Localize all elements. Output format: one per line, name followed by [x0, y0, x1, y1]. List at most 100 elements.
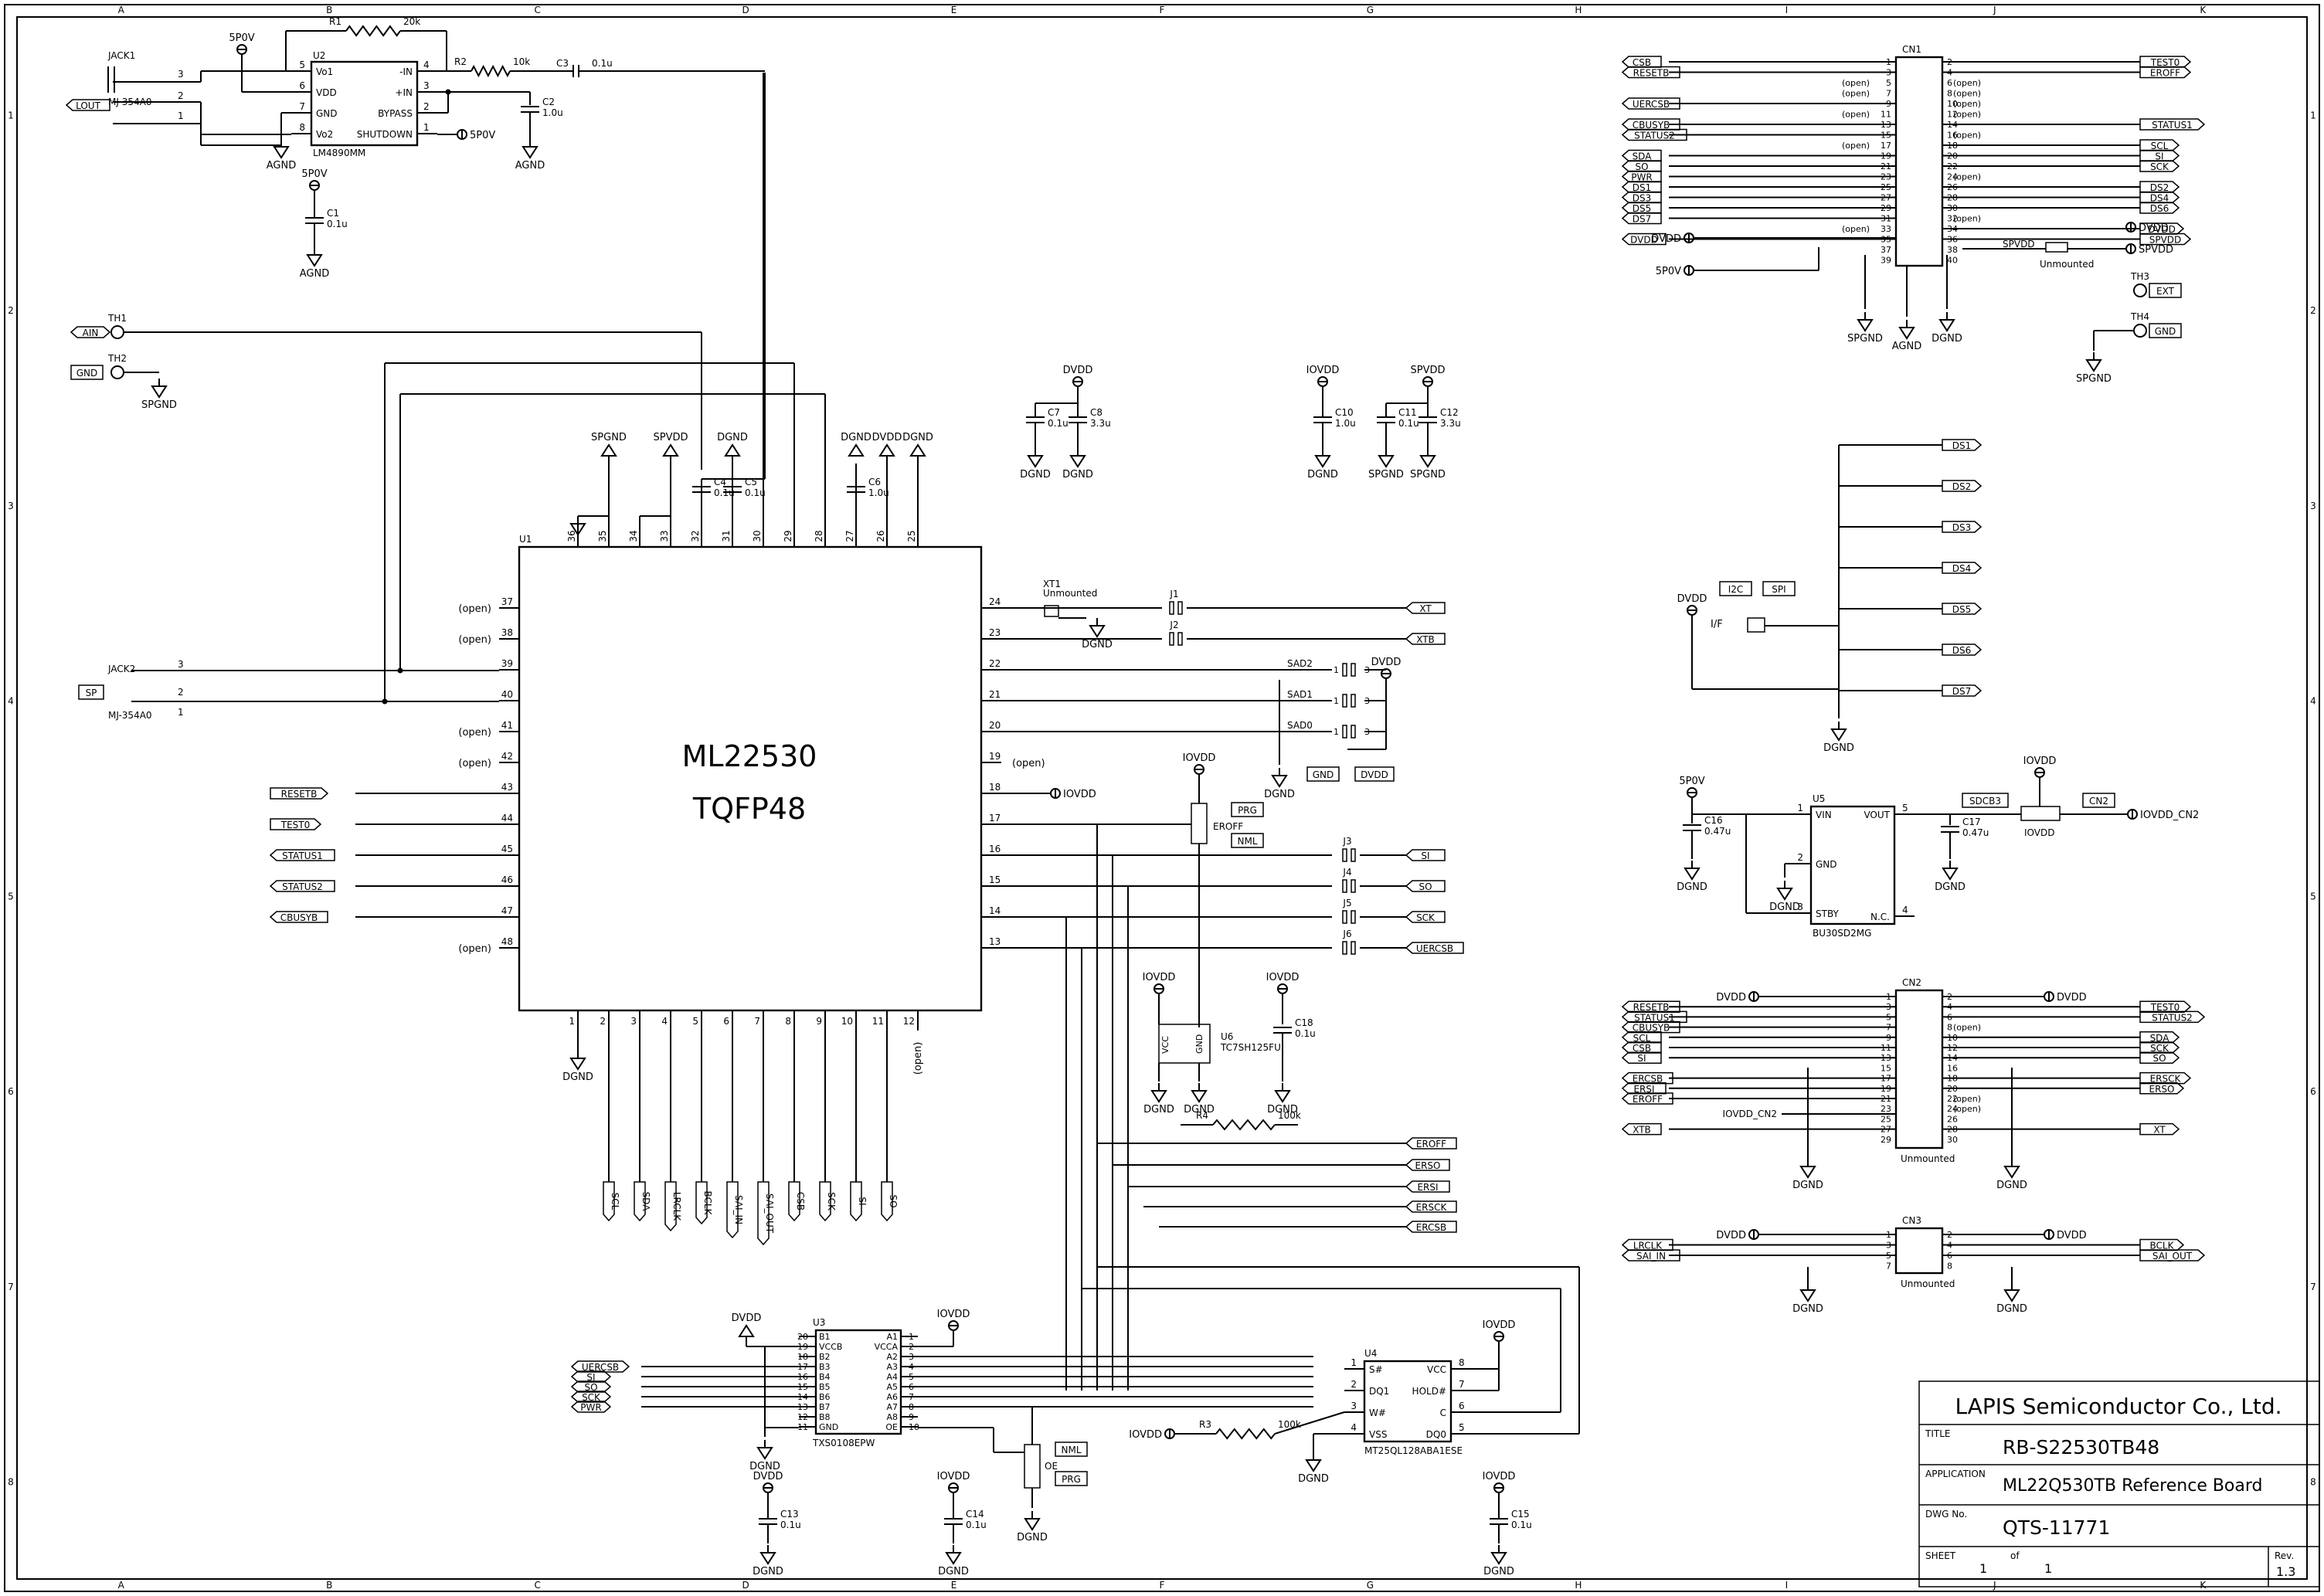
cn1-tag-36 — [2139, 233, 2192, 246]
zone-row-right-7: 7 — [2310, 1282, 2316, 1292]
spgnd-c12 — [1419, 455, 1436, 468]
cn2-tag-7-text: CBUSYB — [1633, 1023, 1670, 1034]
cn2-tag-12-text: SCK — [2150, 1043, 2169, 1054]
cn1-tag-21 — [1621, 160, 1662, 172]
j1-ref: J1 — [1169, 589, 1178, 599]
u6-body — [1158, 1024, 1211, 1064]
junction-dot — [382, 698, 388, 705]
u1-pin-num-38: 38 — [501, 627, 513, 638]
spgnd-cn1 — [1857, 319, 1874, 332]
dgnd-c15-label: DGND — [1483, 1566, 1514, 1577]
cn1-tag-25 — [1621, 181, 1662, 193]
cn2-pin-11: 11 — [1881, 1043, 1891, 1053]
r1 — [345, 25, 401, 37]
cn2-pin-20: 20 — [1947, 1084, 1958, 1094]
tag-sck — [1405, 911, 1446, 923]
u1-pin-num-11: 11 — [872, 1016, 884, 1027]
dip-tag-DS1 — [1942, 439, 1983, 451]
zone-col-bot-E: E — [951, 1580, 957, 1591]
p5v-shutdown — [457, 129, 467, 140]
u1-open-42: (open) — [458, 758, 491, 769]
eroff-jumper — [1191, 803, 1208, 844]
tag-xtb — [1405, 633, 1446, 645]
dip-tag-DS6-text: DS6 — [1952, 645, 1972, 656]
u1-pin-num-2: 2 — [600, 1016, 606, 1027]
u3-pin-num-14: 14 — [797, 1392, 808, 1402]
w — [1274, 1411, 1345, 1435]
cn1-tag-18 — [2139, 139, 2180, 151]
u1-pin-num-16: 16 — [989, 844, 1001, 854]
cn1-pin-18: 18 — [1947, 141, 1958, 151]
u4-pin-name-7: HOLD# — [1412, 1386, 1446, 1397]
cn2-tag-17-text: ERCSB — [1633, 1074, 1663, 1085]
cn1-tag-27 — [1621, 191, 1662, 204]
u1-pin-num-35: 35 — [597, 530, 608, 542]
u3-pin-name-4: A3 — [886, 1362, 898, 1372]
cn2-tag-9 — [1621, 1031, 1662, 1044]
cn1-body — [1894, 56, 1944, 267]
u5-pin-num-2: 2 — [1797, 852, 1803, 863]
sad-jumper-2-a — [1342, 725, 1347, 739]
p5v-u2-label: 5P0V — [229, 32, 254, 44]
u3-pin-name-14: B6 — [819, 1392, 831, 1402]
zone-col-top-A: A — [118, 5, 125, 15]
u6-ref: U6 — [1221, 1031, 1233, 1042]
j3-a — [1342, 848, 1347, 862]
components — [65, 44, 2206, 1565]
u1-nc19-open: (open) — [1012, 758, 1045, 769]
tag-so — [1405, 880, 1446, 892]
net-STATUS1 — [269, 849, 335, 861]
cn2-tag-7 — [1621, 1020, 1680, 1034]
zone-row-right-3: 3 — [2310, 501, 2316, 511]
jack2-p3: 3 — [178, 659, 184, 670]
j4-b — [1351, 879, 1356, 893]
u1-pin-num-10: 10 — [841, 1016, 853, 1027]
cn1-pin-8: 8 — [1947, 89, 1952, 99]
u5-pin-num-5: 5 — [1902, 803, 1908, 813]
cn1-tag-28 — [2139, 191, 2180, 204]
cn1-pin-28: 28 — [1947, 193, 1958, 203]
tag-LRCLK — [664, 1181, 677, 1232]
th1 — [110, 325, 124, 339]
dgnd-u6-label: DGND — [1143, 1104, 1174, 1116]
dgnd-cn2-r — [2003, 1166, 2020, 1179]
dgnd-sad-label: DGND — [1264, 789, 1295, 800]
cn2-tag-21 — [1621, 1092, 1673, 1105]
dgnd-dip — [1830, 728, 1847, 742]
u2-pin-num-7: 7 — [299, 101, 305, 112]
cn1-pin-31: 31 — [1881, 214, 1891, 224]
zone-col-bot-K: K — [2200, 1580, 2207, 1591]
cn1-tag-13-text: CBUSYB — [1633, 120, 1670, 131]
r3-val: 100k — [1278, 1419, 1301, 1430]
dvdd-top-label: DVDD — [872, 432, 902, 443]
main-ic-u1: ML22530 TQFP48 U1 — [518, 534, 983, 1012]
th3-ref: TH3 — [2130, 271, 2149, 282]
tag-BCLK-text: BCLK — [702, 1191, 713, 1216]
dip-tag-DS3-text: DS3 — [1952, 522, 1972, 533]
zone-col-top-B: B — [326, 5, 332, 15]
j5-ref: J5 — [1342, 898, 1351, 908]
cn2-ref: CN2 — [1902, 977, 1921, 988]
th4-ref: TH4 — [2130, 311, 2149, 322]
dgnd-top3-label: DGND — [902, 432, 933, 443]
dgnd-cn3-r-label: DGND — [1996, 1303, 2027, 1315]
jack1-ref: JACK1 — [107, 50, 135, 61]
u1-pin-num-43: 43 — [501, 782, 513, 793]
cn1-tag-36-text: SPVDD — [2149, 235, 2182, 246]
iovdd-jmp — [2034, 767, 2045, 778]
if-jumper — [1747, 617, 1765, 633]
xt1-unmounted: Unmounted — [1043, 588, 1097, 599]
agnd-c2 — [522, 146, 539, 159]
tag-sck-text: SCK — [1416, 912, 1436, 923]
sad-n3-1: 3 — [1364, 696, 1370, 706]
cn1-pin-5: 5 — [1886, 78, 1891, 88]
tag-er-3-text: ERSCK — [1416, 1202, 1448, 1213]
tag-SAI_OUT — [757, 1181, 770, 1246]
cn2-pin-18: 18 — [1947, 1074, 1958, 1084]
u1-pin-num-15: 15 — [989, 874, 1001, 885]
sad-n3-2: 3 — [1364, 727, 1370, 737]
j6-a — [1342, 941, 1347, 955]
p5v-cn1-label: 5P0V — [1656, 266, 1681, 277]
dgnd-top3 — [909, 443, 926, 457]
